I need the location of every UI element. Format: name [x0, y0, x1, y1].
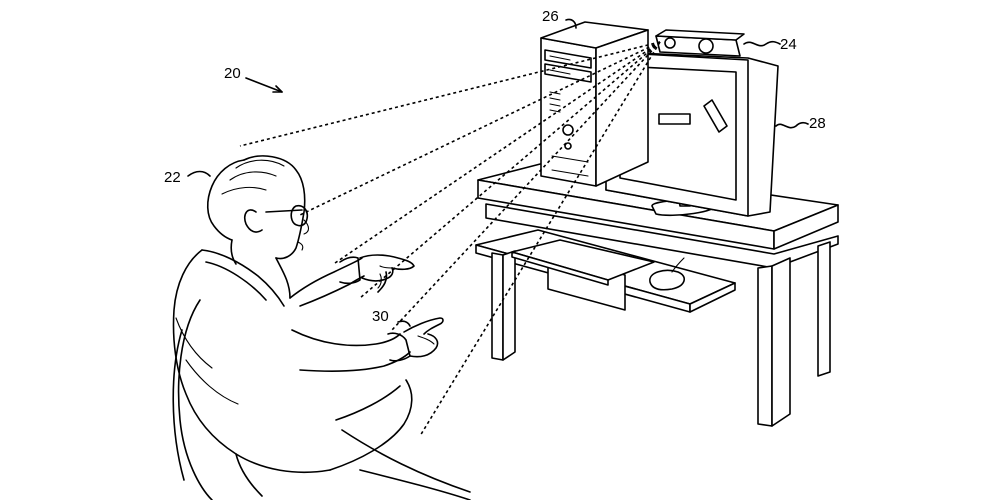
user-person	[172, 155, 444, 497]
label-user-22: 22	[164, 169, 181, 186]
desk	[475, 161, 839, 427]
sensor-lines	[239, 41, 661, 437]
chair	[172, 299, 471, 500]
label-computer-26: 26	[542, 8, 559, 25]
computer-tower	[540, 21, 649, 187]
label-system-20: 20	[224, 65, 241, 82]
depth-sensor	[655, 29, 745, 57]
mouse	[649, 257, 685, 291]
label-display-28: 28	[809, 115, 826, 132]
label-gesture-30: 30	[372, 308, 389, 325]
keyboard	[511, 239, 655, 286]
label-sensor-24: 24	[780, 36, 797, 53]
leader-lines	[187, 18, 809, 327]
